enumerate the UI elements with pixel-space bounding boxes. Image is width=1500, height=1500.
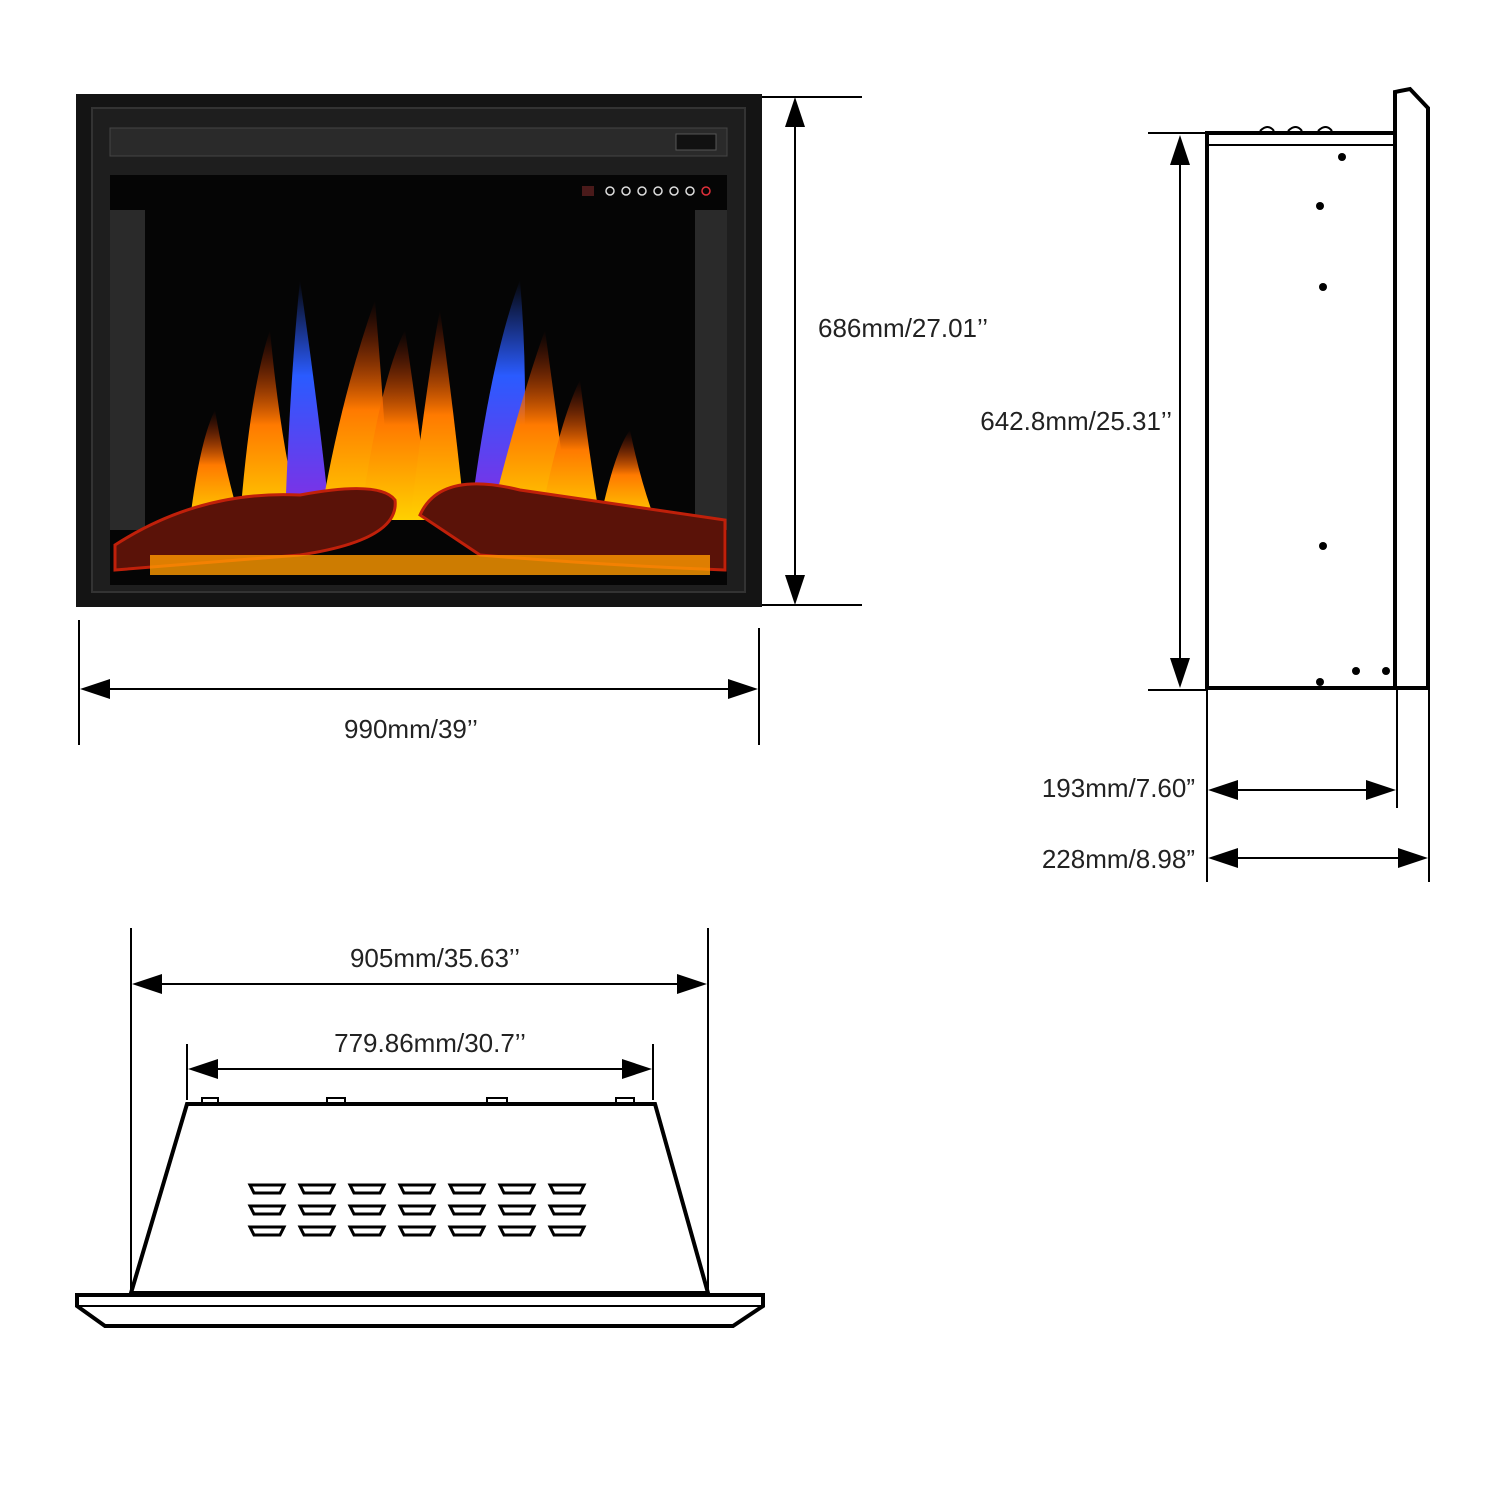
arrow-right-icon	[1366, 780, 1396, 800]
power-button-icon[interactable]	[701, 186, 711, 196]
vent-slot	[397, 1183, 437, 1195]
vent-slot	[547, 1225, 587, 1237]
vent-slot	[447, 1225, 487, 1237]
brick-wall-left	[110, 210, 145, 530]
outer-width-label: 905mm/35.63’’	[350, 943, 520, 973]
arrow-left-icon	[80, 679, 110, 699]
arrow-left-icon	[188, 1059, 218, 1079]
arrow-left-icon	[1208, 848, 1238, 868]
side-height-label: 642.8mm/25.31’’	[980, 406, 1172, 436]
logs	[113, 482, 727, 575]
arrow-up-icon	[785, 97, 805, 127]
control-button[interactable]	[653, 186, 663, 196]
side-view: 642.8mm/25.31’’ 193mm/7.60” 228mm/8.98”	[980, 86, 1430, 882]
arrow-right-icon	[677, 974, 707, 994]
vent-slot	[247, 1183, 287, 1195]
control-button[interactable]	[685, 186, 695, 196]
vent-slot	[297, 1183, 337, 1195]
inner-width-label: 779.86mm/30.7’’	[334, 1028, 526, 1058]
control-button[interactable]	[637, 186, 647, 196]
control-button[interactable]	[621, 186, 631, 196]
vent-slot	[347, 1183, 387, 1195]
vent-slot	[547, 1204, 587, 1216]
vent-slot	[297, 1204, 337, 1216]
width-label: 990mm/39’’	[344, 714, 478, 744]
vent-slots	[247, 1183, 587, 1237]
vent-slot	[497, 1225, 537, 1237]
vent-slot	[547, 1183, 587, 1195]
vent-slot	[247, 1225, 287, 1237]
arrow-down-icon	[1170, 658, 1190, 688]
total-depth-label: 228mm/8.98”	[1042, 844, 1195, 874]
arrow-right-icon	[1398, 848, 1428, 868]
vent-slot	[297, 1225, 337, 1237]
temperature-display	[582, 186, 594, 196]
arrow-down-icon	[785, 575, 805, 605]
flames	[190, 280, 655, 520]
control-panel	[582, 186, 711, 196]
front-view: 686mm/27.01’’ 990mm/39’’	[76, 94, 988, 745]
vent-slot	[347, 1204, 387, 1216]
brick-wall-right	[695, 210, 727, 530]
arrow-right-icon	[728, 679, 758, 699]
vent-slot	[247, 1204, 287, 1216]
vent-slot	[497, 1204, 537, 1216]
arrow-left-icon	[1208, 780, 1238, 800]
control-button[interactable]	[605, 186, 615, 196]
top-view: 905mm/35.63’’ 779.86mm/30.7’’	[75, 928, 765, 1328]
control-button[interactable]	[669, 186, 679, 196]
vent-slot	[497, 1183, 537, 1195]
vent-slot	[447, 1204, 487, 1216]
vent-slot	[447, 1183, 487, 1195]
vent-slot	[397, 1204, 437, 1216]
height-label: 686mm/27.01’’	[818, 313, 988, 343]
arrow-left-icon	[132, 974, 162, 994]
vent-slot	[397, 1225, 437, 1237]
arrow-up-icon	[1170, 135, 1190, 165]
top-vent	[109, 127, 728, 157]
arrow-right-icon	[622, 1059, 652, 1079]
depth-label: 193mm/7.60”	[1042, 773, 1195, 803]
vent-slot	[347, 1225, 387, 1237]
